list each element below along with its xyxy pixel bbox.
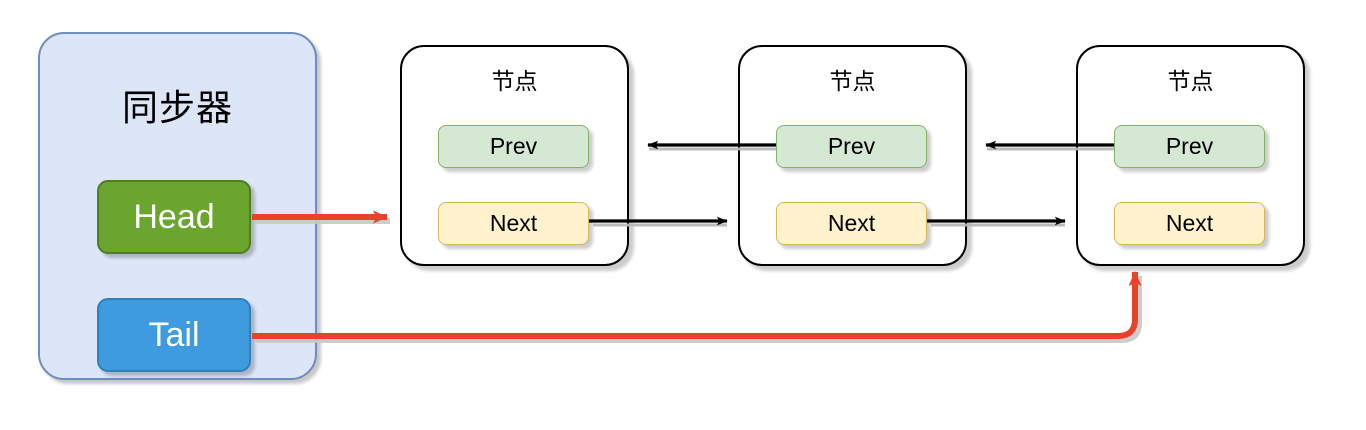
- node-3-next-field[interactable]: Next: [1114, 202, 1265, 245]
- tail-pointer-arrow: [252, 271, 1142, 339]
- node-3-title: 节点: [1167, 68, 1214, 94]
- node-3-prev-field[interactable]: Prev: [1114, 125, 1265, 168]
- tail-field[interactable]: Tail: [97, 298, 251, 372]
- tail-label: Tail: [148, 315, 200, 354]
- node-2-next-label: Next: [827, 210, 876, 236]
- pointer-arrow-shadows: [254, 218, 1142, 343]
- node-2-title: 节点: [829, 68, 876, 94]
- node-1-prev-label: Prev: [489, 133, 538, 159]
- head-field[interactable]: Head: [97, 180, 251, 254]
- node-3-next-label: Next: [1165, 210, 1214, 236]
- node-1-title: 节点: [491, 68, 538, 94]
- head-label: Head: [133, 197, 215, 236]
- node-1-prev-field[interactable]: Prev: [438, 125, 589, 168]
- node-1-next-field[interactable]: Next: [438, 202, 589, 245]
- node-2-next-field[interactable]: Next: [776, 202, 927, 245]
- node-3-prev-label: Prev: [1165, 133, 1214, 159]
- synchronizer-title: 同步器: [121, 87, 233, 128]
- node-1-next-label: Next: [489, 210, 538, 236]
- node-2-prev-label: Prev: [827, 133, 876, 159]
- node-2-prev-field[interactable]: Prev: [776, 125, 927, 168]
